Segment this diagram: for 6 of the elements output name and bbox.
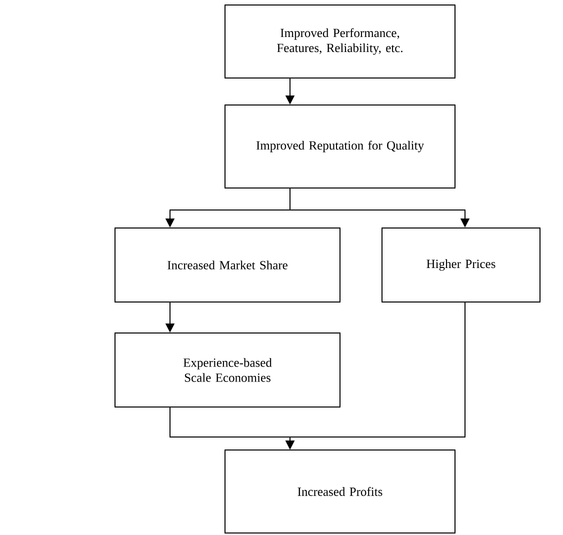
process-box: Experience-based Scale Economies [114, 332, 340, 408]
process-box: Improved Reputation for Quality [224, 104, 456, 188]
process-box: Increased Market Share [114, 228, 340, 302]
process-box: Increased Profits [224, 450, 456, 534]
process-box: Improved Performance, Features, Reliability, etc. [224, 4, 456, 78]
process-box: Higher Prices [382, 228, 540, 302]
